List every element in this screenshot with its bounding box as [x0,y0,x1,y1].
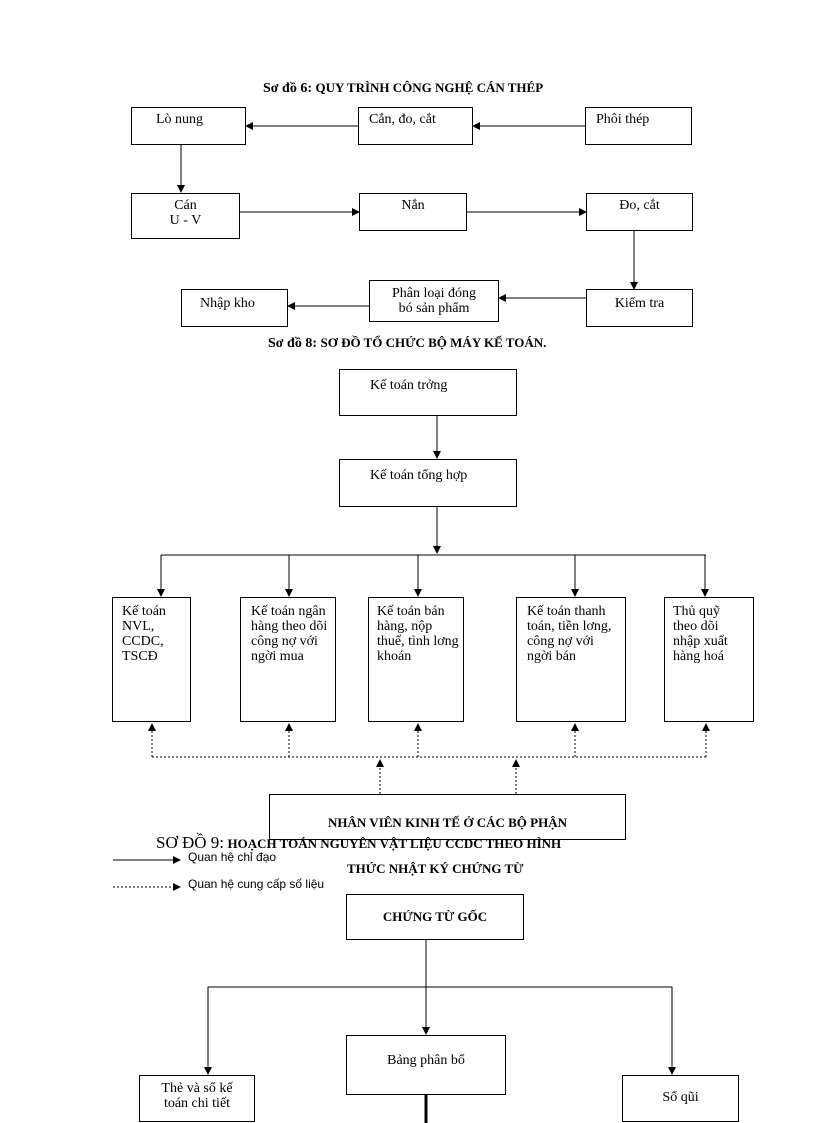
node-can-do-cat-label: Cắn, đo, cắt [369,112,436,127]
diagram8-title-prefix: Sơ đồ 8: [268,336,317,351]
node-nhap-kho: Nhập kho [181,289,288,327]
diagram8-title: Sơ đồ 8: SƠ ĐỒ TỔ CHỨC BỘ MÁY KẾ TOÁN. [268,335,546,352]
node-lo-nung: Lò nung [131,107,246,145]
node-can-uv-line2: U - V [169,213,202,228]
node-kt-ban-hang-label: Kế toán bán hàng, nộp thuế, tình lơng kh… [377,604,459,664]
node-kiem-tra-label: Kiểm tra [614,296,665,311]
node-kt-nvl-label: Kế toán NVL, CCDC, TSCĐ [122,604,166,664]
node-can-uv-line1: Cán [174,198,197,213]
node-kt-ngan-hang: Kế toán ngân hàng theo dõi công nợ với n… [240,597,336,722]
node-the-so: Thẻ và sổ kế toán chi tiết [139,1075,255,1122]
node-phan-loai-line2: bó sản phẩm [398,301,470,316]
node-chung-tu-goc: CHỨNG TỪ GỐC [346,894,524,940]
node-do-cat: Đo, cắt [586,193,693,231]
node-the-so-line2: toán chi tiết [163,1096,231,1111]
node-kt-nvl: Kế toán NVL, CCDC, TSCĐ [112,597,191,722]
diagram9-title-prefix: SƠ ĐỒ 9: [156,833,225,852]
node-so-qui: Sổ qũi [622,1075,739,1122]
diagram9-title-line2: THỨC NHẬT KÝ CHỨNG TỪ [347,861,524,876]
node-nhan-vien-label: NHÂN VIÊN KINH TẾ Ở CÁC BỘ PHẬN [328,815,567,830]
node-ke-toan-truong-label: Kế toán trởng [370,378,448,393]
node-kt-ngan-hang-label: Kế toán ngân hàng theo dõi công nợ với n… [251,604,328,664]
diagram8-title-main: SƠ ĐỒ TỔ CHỨC BỘ MÁY KẾ TOÁN. [320,335,547,350]
diagram9-title: SƠ ĐỒ 9: HOẠCH TOÁN NGUYÊN VẬT LIỆU CCDC… [156,833,561,853]
node-can-uv: Cán U - V [131,193,240,239]
node-kt-thanh-toan: Kế toán thanh toán, tiền lơng, công nợ v… [516,597,626,722]
diagram6-title-main: QUY TRÌNH CÔNG NGHỆ CÁN THÉP [315,80,544,95]
branch-left [204,986,426,1075]
diagram9-title-main: HOẠCH TOÁN NGUYÊN VẬT LIỆU CCDC THEO HÌN… [227,836,562,851]
node-nhap-kho-label: Nhập kho [200,296,255,311]
node-do-cat-label: Đo, cắt [619,198,660,213]
node-ke-toan-truong: Kế toán trởng [339,369,517,416]
node-nan: Nắn [359,193,467,231]
node-nan-label: Nắn [401,198,425,213]
node-kiem-tra: Kiểm tra [586,289,693,327]
node-phoi-thep: Phôi thép [585,107,692,145]
node-the-so-line1: Thẻ và sổ kế [161,1081,233,1096]
node-phan-loai-line1: Phân loại đóng [392,286,476,301]
node-so-qui-label: Sổ qũi [662,1090,699,1105]
node-nhan-vien: NHÂN VIÊN KINH TẾ Ở CÁC BỘ PHẬN [269,794,626,840]
node-phoi-thep-label: Phôi thép [596,112,650,127]
node-kt-thanh-toan-label: Kế toán thanh toán, tiền lơng, công nợ v… [527,604,612,664]
branch-right [426,986,676,1075]
node-chung-tu-goc-label: CHỨNG TỪ GỐC [382,909,488,924]
node-ke-toan-tong-hop-label: Kế toán tổng hợp [370,468,468,483]
node-can-do-cat: Cắn, đo, cắt [358,107,473,145]
node-ke-toan-tong-hop: Kế toán tổng hợp [339,459,517,507]
node-bang-phan-bo: Bảng phân bổ [346,1035,506,1095]
legend-direct-label: Quan hệ chỉ đạo [188,850,277,864]
diagram6-title-prefix: Sơ đồ 6: [263,81,312,96]
node-phan-loai: Phân loại đóng bó sản phẩm [369,280,499,322]
node-bang-phan-bo-label: Bảng phân bổ [387,1053,465,1068]
node-thu-quy: Thủ quỹ theo dõi nhập xuất hàng hoá [664,597,754,722]
legend-supply-label: Quan hệ cung cấp số liệu [188,877,325,891]
node-lo-nung-label: Lò nung [156,112,204,127]
diagram6-title: Sơ đồ 6: QUY TRÌNH CÔNG NGHỆ CÁN THÉP [263,80,543,97]
node-kt-ban-hang: Kế toán bán hàng, nộp thuế, tình lơng kh… [368,597,464,722]
node-thu-quy-label: Thủ quỹ theo dõi nhập xuất hàng hoá [673,604,728,664]
